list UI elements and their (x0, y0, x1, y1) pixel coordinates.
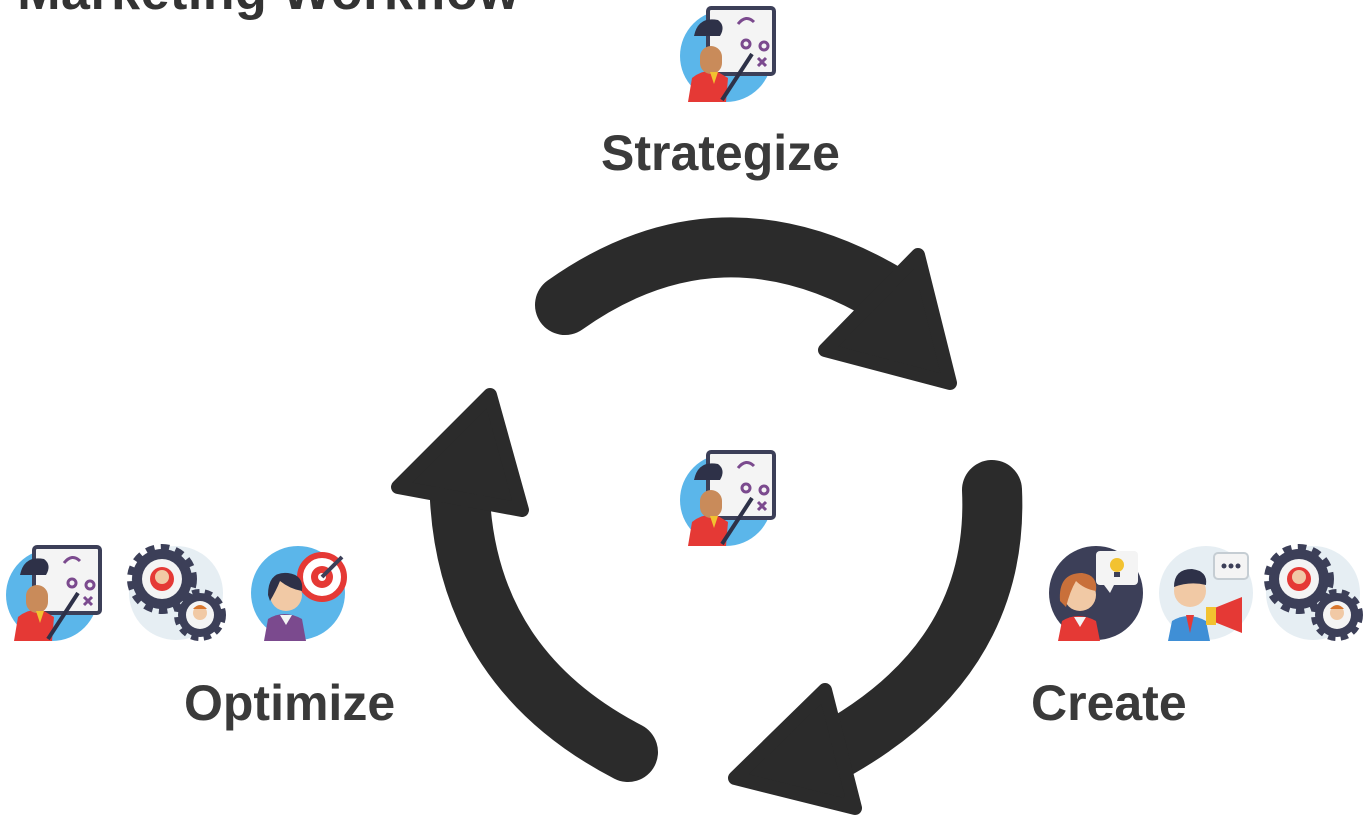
target-woman-icon (250, 545, 347, 641)
arrowhead-strategize (391, 388, 529, 517)
idea-woman-icon (1048, 545, 1144, 641)
page-title: n Marketing Workflow (0, 0, 519, 22)
arrow-create-to-optimize (790, 460, 1023, 788)
arrowhead-create (818, 248, 957, 390)
arrow-optimize-to-strategize (430, 470, 658, 782)
gears-team-icon (1264, 544, 1363, 641)
arrowhead-optimize (728, 683, 862, 815)
arrow-strategize-to-create (535, 217, 918, 335)
strategist-whiteboard-icon (680, 6, 776, 102)
strategist-whiteboard-icon (6, 545, 102, 641)
stage-label-create: Create (1031, 675, 1187, 731)
stage-label-optimize: Optimize (184, 675, 396, 731)
gears-team-icon (127, 544, 226, 641)
megaphone-man-icon (1158, 545, 1254, 641)
strategist-whiteboard-icon (680, 450, 776, 546)
stage-label-strategize: Strategize (601, 125, 840, 181)
